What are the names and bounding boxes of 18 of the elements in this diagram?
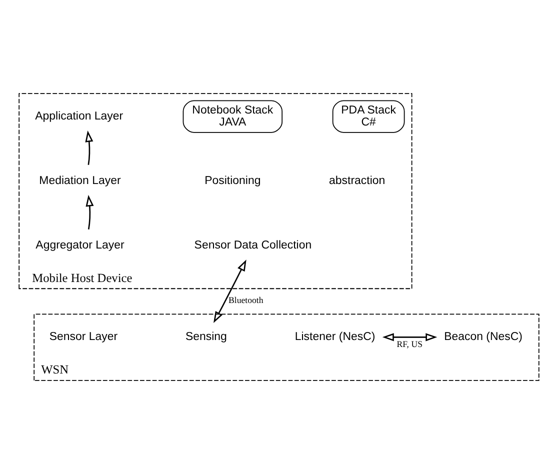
node-text: Listener (NesC)	[294, 330, 376, 343]
node-box: Notebook Stack JAVA	[182, 100, 283, 132]
node-box: PDA Stack C#	[332, 100, 405, 132]
node-text: abstraction	[329, 174, 386, 186]
node-text: Application Layer	[35, 110, 124, 122]
node-text: Sensing	[185, 330, 227, 343]
arrow	[85, 130, 94, 164]
node-text: Sensor Layer	[49, 330, 118, 343]
arrow	[214, 259, 246, 322]
node-text: Sensor Data Collection	[194, 238, 312, 251]
arrow	[382, 332, 438, 341]
edge-label: Bluetooth	[228, 294, 264, 304]
node-text: Mediation Layer	[39, 174, 121, 186]
edge-label: RF, US	[396, 338, 422, 348]
arrow	[86, 194, 94, 229]
node-text: Positioning	[204, 174, 261, 186]
node-text: Aggregator Layer	[36, 238, 124, 251]
node-text: Beacon (NesC)	[444, 330, 523, 343]
